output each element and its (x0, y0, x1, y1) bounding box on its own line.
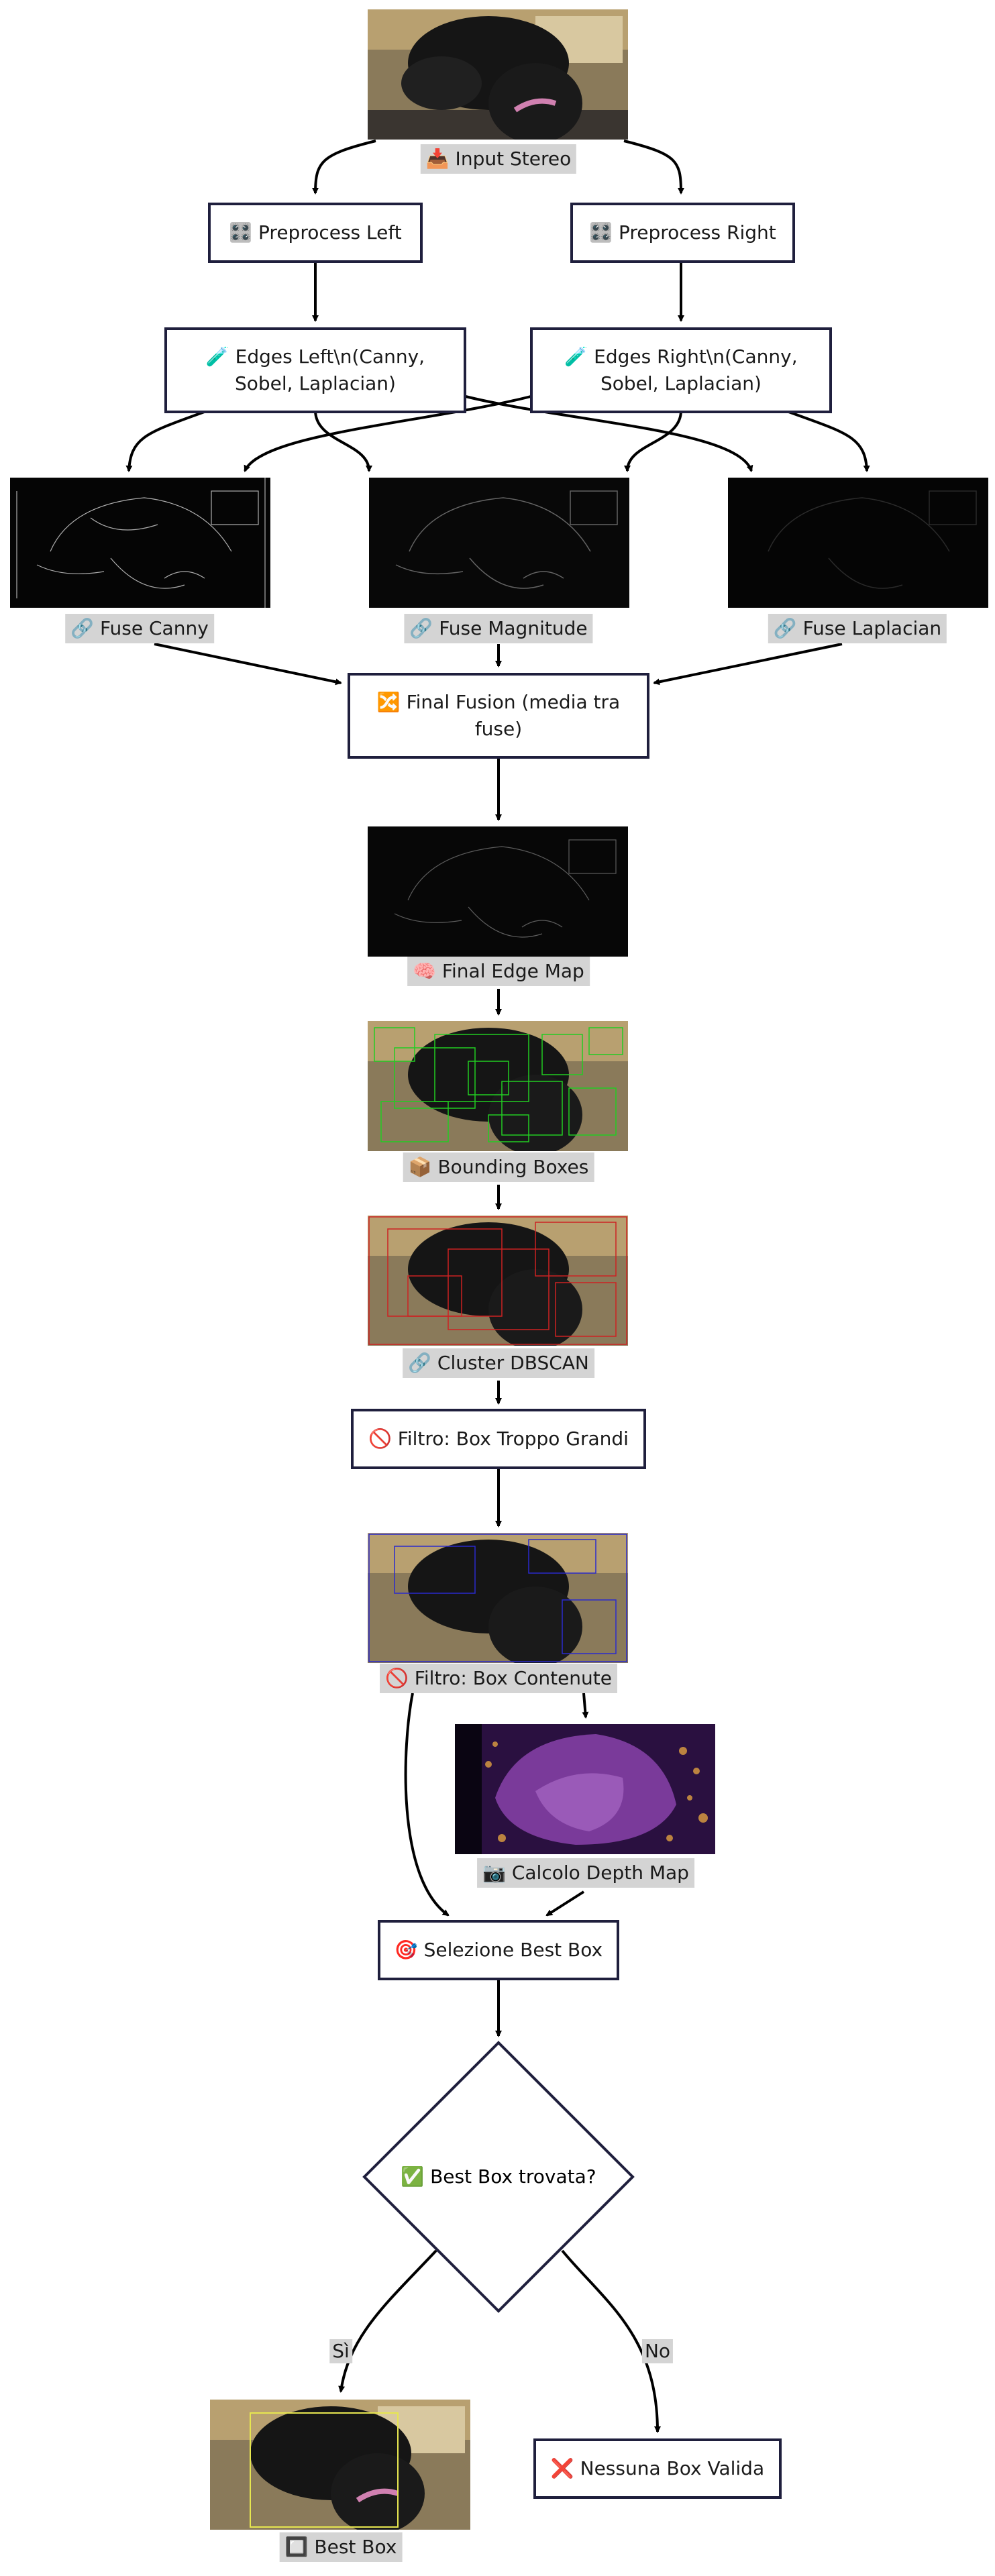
edge-fuselap-final (653, 643, 843, 686)
node-select-best-box[interactable]: 🎯 Selezione Best Box (378, 1920, 619, 1980)
node-edges-left[interactable]: 🧪 Edges Left\n(Canny, Sobel, Laplacian) (164, 327, 466, 413)
node-preprocess-right[interactable]: 🎛️ Preprocess Right (570, 203, 795, 263)
edge-diamond-no (561, 2249, 661, 2433)
node-final-fusion[interactable]: 🔀 Final Fusion (media tra fuse) (348, 673, 649, 759)
final-edge-map-image (368, 826, 628, 957)
label-final-edge-map: 🧠 Final Edge Map (407, 957, 590, 986)
edge-filtercont-depth (582, 1693, 589, 1719)
node-edges-left-line2: Sobel, Laplacian) (235, 372, 396, 394)
label-input-stereo: 📥 Input Stereo (420, 144, 577, 174)
node-edges-right-line2: Sobel, Laplacian) (600, 372, 762, 394)
label-fuse-canny: 🔗 Fuse Canny (65, 614, 214, 643)
edge-edgesright-fusemag (624, 410, 682, 472)
depth-map-image (455, 1724, 715, 1854)
label-depth-map: 📷 Calcolo Depth Map (477, 1858, 694, 1888)
edge-input-preleft (312, 140, 376, 195)
label-fuse-magnitude: 🔗 Fuse Magnitude (404, 614, 593, 643)
edge-edgesleft-fusecanny (125, 409, 209, 472)
fuse-laplacian-image (728, 478, 988, 608)
edge-label-no: No (641, 2339, 674, 2363)
node-preprocess-right-text: 🎛️ Preprocess Right (589, 221, 776, 244)
edge-filtercont-select (404, 1693, 450, 1917)
filter-contained-image (368, 1533, 628, 1663)
label-filter-contained: 🚫 Filtro: Box Contenute (379, 1664, 618, 1693)
node-filter-too-big-text: 🚫 Filtro: Box Troppo Grandi (368, 1428, 629, 1450)
label-cluster-dbscan: 🔗 Cluster DBSCAN (403, 1348, 594, 1378)
edge-edgesleft-fusemag (314, 410, 372, 472)
node-no-valid-box-text: ❌ Nessuna Box Valida (550, 2457, 765, 2479)
node-final-fusion-line1: 🔀 Final Fusion (media tra (376, 691, 621, 713)
edge-diamond-yes (338, 2249, 437, 2393)
node-select-best-box-text: 🎯 Selezione Best Box (394, 1939, 603, 1961)
edge-edgesright-fusecanny (244, 394, 534, 472)
decision-text: ✅ Best Box trovata? (401, 2165, 596, 2188)
node-preprocess-left-text: 🎛️ Preprocess Left (229, 221, 402, 244)
fuse-canny-image (10, 478, 270, 608)
edge-label-yes: Sì (329, 2339, 352, 2363)
best-box-image (210, 2400, 470, 2530)
node-edges-right[interactable]: 🧪 Edges Right\n(Canny, Sobel, Laplacian) (530, 327, 832, 413)
node-edges-left-line1: 🧪 Edges Left\n(Canny, (205, 345, 425, 368)
input-stereo-image (368, 9, 628, 140)
edge-fusecanny-final (154, 643, 342, 686)
fuse-magnitude-image (369, 478, 629, 608)
label-bounding-boxes: 📦 Bounding Boxes (403, 1152, 594, 1182)
edge-depth-select (545, 1890, 585, 1917)
edge-input-preright (623, 140, 684, 195)
node-no-valid-box[interactable]: ❌ Nessuna Box Valida (533, 2438, 782, 2499)
decision-diamond (362, 2041, 635, 2313)
node-edges-right-line1: 🧪 Edges Right\n(Canny, (564, 345, 798, 368)
node-preprocess-left[interactable]: 🎛️ Preprocess Left (208, 203, 423, 263)
edge-edgesright-fuselap (784, 409, 870, 472)
bounding-boxes-image (368, 1021, 628, 1151)
node-filter-too-big[interactable]: 🚫 Filtro: Box Troppo Grandi (351, 1409, 646, 1469)
node-final-fusion-line2: fuse) (474, 718, 523, 740)
edge-edgesleft-fuselap (462, 394, 753, 472)
label-fuse-laplacian: 🔗 Fuse Laplacian (768, 614, 947, 643)
cluster-dbscan-image (368, 1216, 628, 1346)
label-best-box: 🔲 Best Box (279, 2532, 403, 2562)
